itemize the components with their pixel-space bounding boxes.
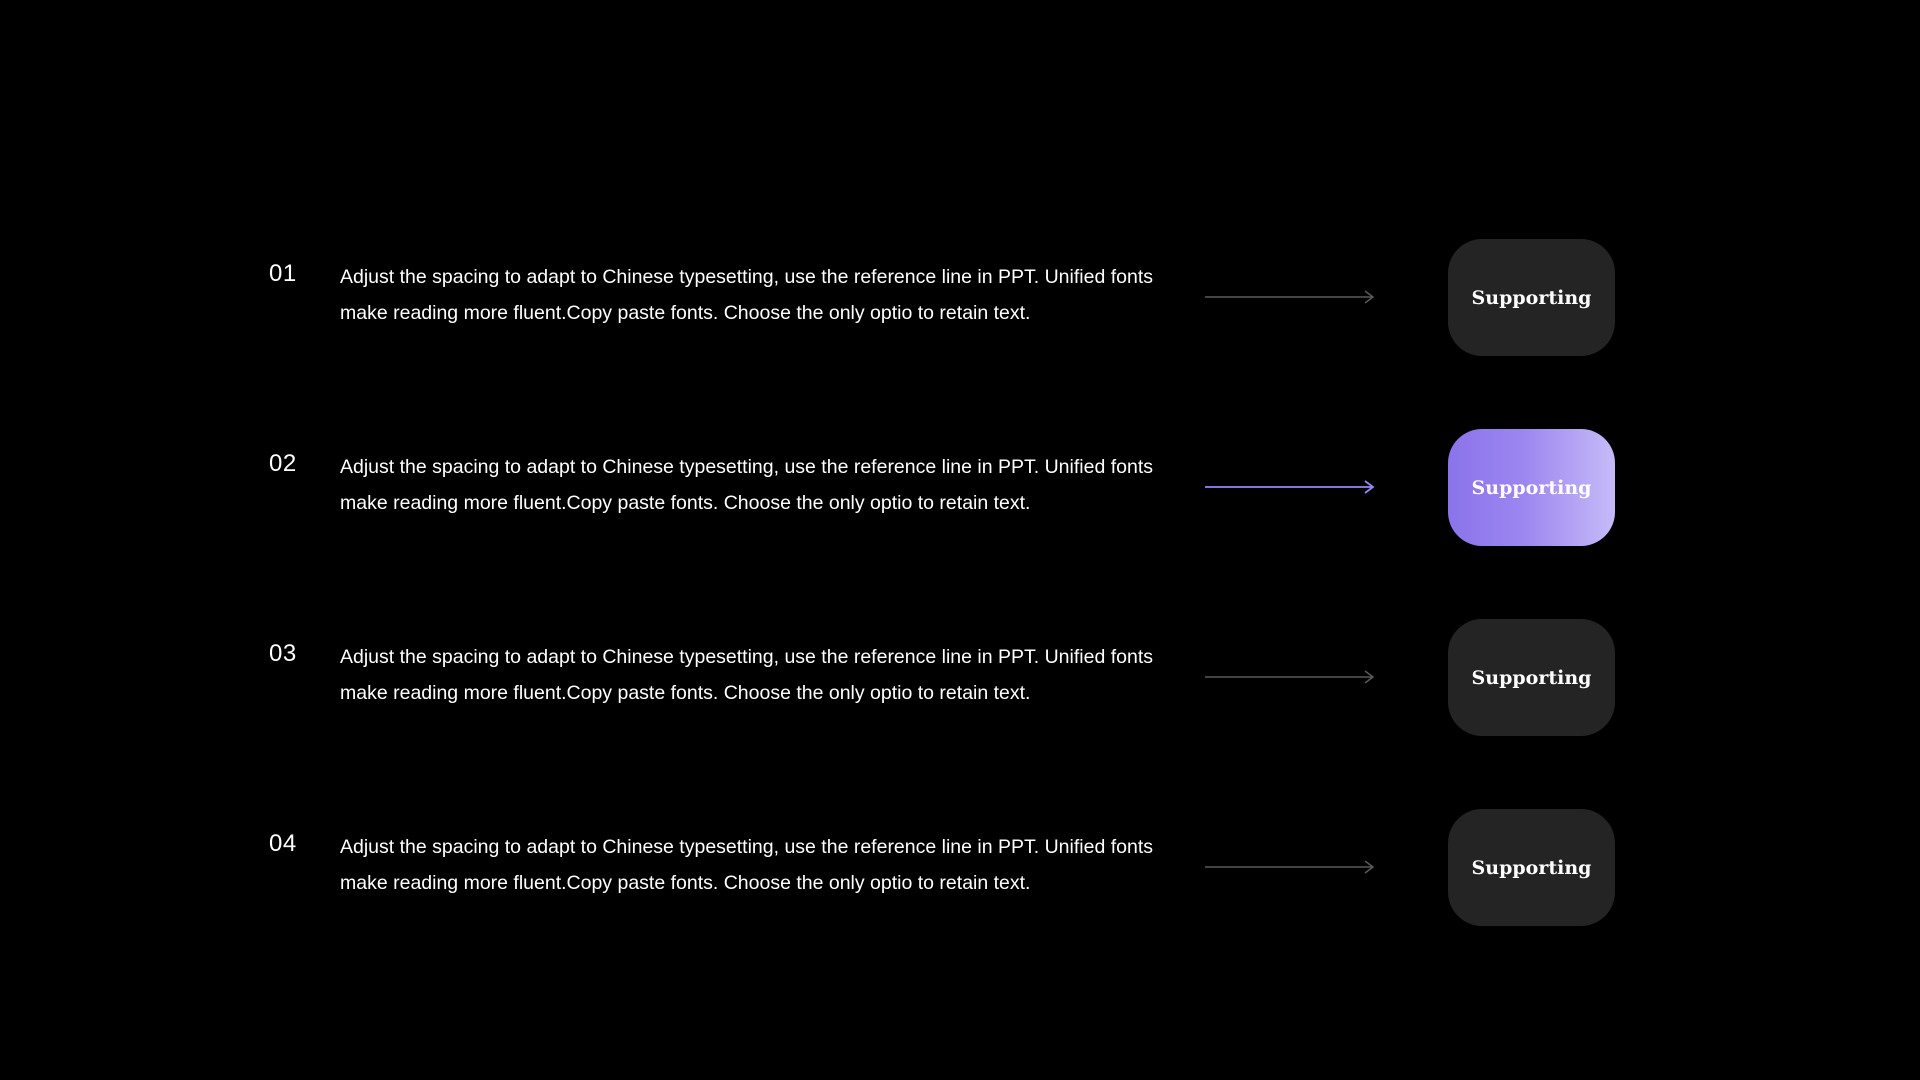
arrow-right-icon: [1205, 860, 1375, 874]
list-item-02: 02 Adjust the spacing to adapt to Chines…: [0, 427, 1920, 547]
supporting-button[interactable]: Supporting: [1448, 809, 1615, 926]
item-number: 01: [269, 260, 297, 287]
item-description: Adjust the spacing to adapt to Chinese t…: [340, 646, 1153, 704]
arrow-right-icon: [1205, 290, 1375, 304]
item-description: Adjust the spacing to adapt to Chinese t…: [340, 836, 1153, 894]
list-item-04: 04 Adjust the spacing to adapt to Chines…: [0, 807, 1920, 927]
item-description: Adjust the spacing to adapt to Chinese t…: [340, 266, 1153, 324]
supporting-button[interactable]: Supporting: [1448, 239, 1615, 356]
item-number: 04: [269, 830, 297, 857]
item-number: 02: [269, 450, 297, 477]
arrow-right-icon: [1205, 670, 1375, 684]
item-number: 03: [269, 640, 297, 667]
item-description: Adjust the spacing to adapt to Chinese t…: [340, 456, 1153, 514]
arrow-right-icon: [1205, 480, 1375, 494]
list-item-01: 01 Adjust the spacing to adapt to Chines…: [0, 237, 1920, 357]
supporting-button-active[interactable]: Supporting: [1448, 429, 1615, 546]
supporting-button[interactable]: Supporting: [1448, 619, 1615, 736]
list-item-03: 03 Adjust the spacing to adapt to Chines…: [0, 617, 1920, 737]
